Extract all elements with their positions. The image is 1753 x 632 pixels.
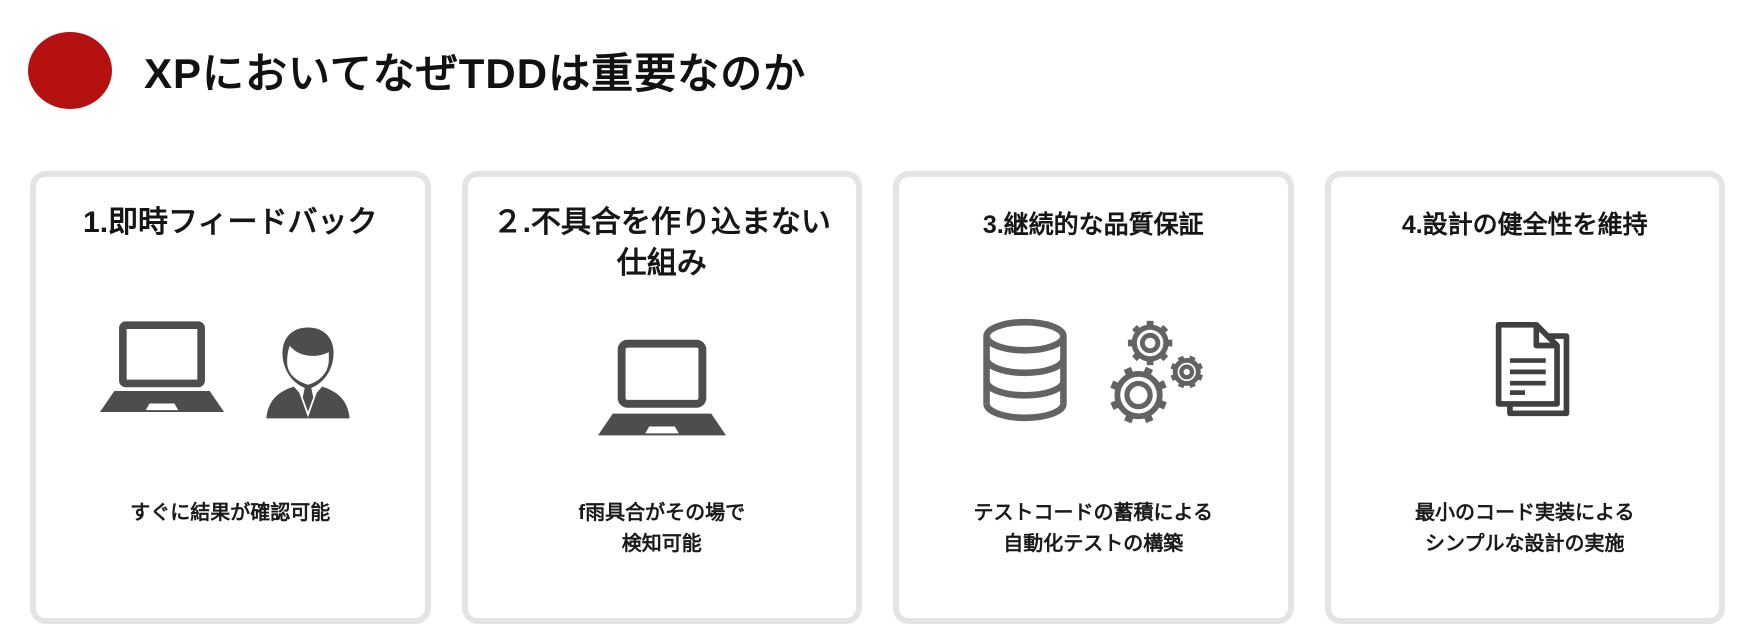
card-icon-area xyxy=(911,243,1276,498)
database-icon xyxy=(980,317,1070,423)
card-design-soundness: 4.設計の健全性を維持 最小のコード実装による シンプルな設計の実施 xyxy=(1324,171,1725,624)
card-caption-line: 最小のコード実装による xyxy=(1415,502,1635,524)
card-caption-line: テストコードの蓄積による xyxy=(973,502,1213,524)
card-caption-line: すぐに結果が確認可能 xyxy=(130,502,331,524)
card-caption-line: 検知可能 xyxy=(621,533,702,555)
card-title-line: 3.継続的な品質保証 xyxy=(982,211,1204,239)
card-title-line: ２.不具合を作り込まない xyxy=(492,206,831,239)
card-caption: すぐに結果が確認可能 xyxy=(130,498,330,560)
laptop-icon xyxy=(597,338,727,444)
card-icon-area xyxy=(1343,243,1708,498)
card-title: 3.継続的な品質保証 xyxy=(983,203,1204,243)
card-caption-line: 自動化テストの構築 xyxy=(1003,533,1184,555)
businessman-icon xyxy=(255,322,361,420)
gears-icon xyxy=(1100,312,1206,428)
card-immediate-feedback: 1.即時フィードバック すぐに xyxy=(30,171,431,624)
laptop-icon xyxy=(99,320,225,422)
card-title: ２.不具合を作り込まない 仕組み xyxy=(493,203,831,284)
card-no-defects: ２.不具合を作り込まない 仕組み f雨具合がその場で 検知可能 xyxy=(461,171,862,624)
card-caption-line: f雨具合がその場で xyxy=(578,502,746,524)
red-bullet-icon xyxy=(28,32,112,109)
card-title-line: 4.設計の健全性を維持 xyxy=(1401,211,1648,239)
card-title: 1.即時フィードバック xyxy=(83,203,377,244)
card-caption: テストコードの蓄積による 自動化テストの構築 xyxy=(974,498,1213,560)
card-caption: f雨具合がその場で 検知可能 xyxy=(578,498,745,560)
card-continuous-quality: 3.継続的な品質保証 xyxy=(893,171,1294,624)
card-icon-area xyxy=(48,244,413,499)
card-row: 1.即時フィードバック すぐに xyxy=(30,171,1725,624)
card-title-line: 1.即時フィードバック xyxy=(83,206,378,239)
card-title: 4.設計の健全性を維持 xyxy=(1402,203,1648,243)
documents-icon xyxy=(1476,315,1574,425)
card-icon-area xyxy=(480,284,845,498)
header: XPにおいてなぜTDDは重要なのか xyxy=(0,0,1753,109)
card-caption-line: シンプルな設計の実施 xyxy=(1425,533,1625,555)
card-title-line: 仕組み xyxy=(616,246,707,280)
page-title: XPにおいてなぜTDDは重要なのか xyxy=(144,50,807,97)
card-caption: 最小のコード実装による シンプルな設計の実施 xyxy=(1415,498,1634,560)
